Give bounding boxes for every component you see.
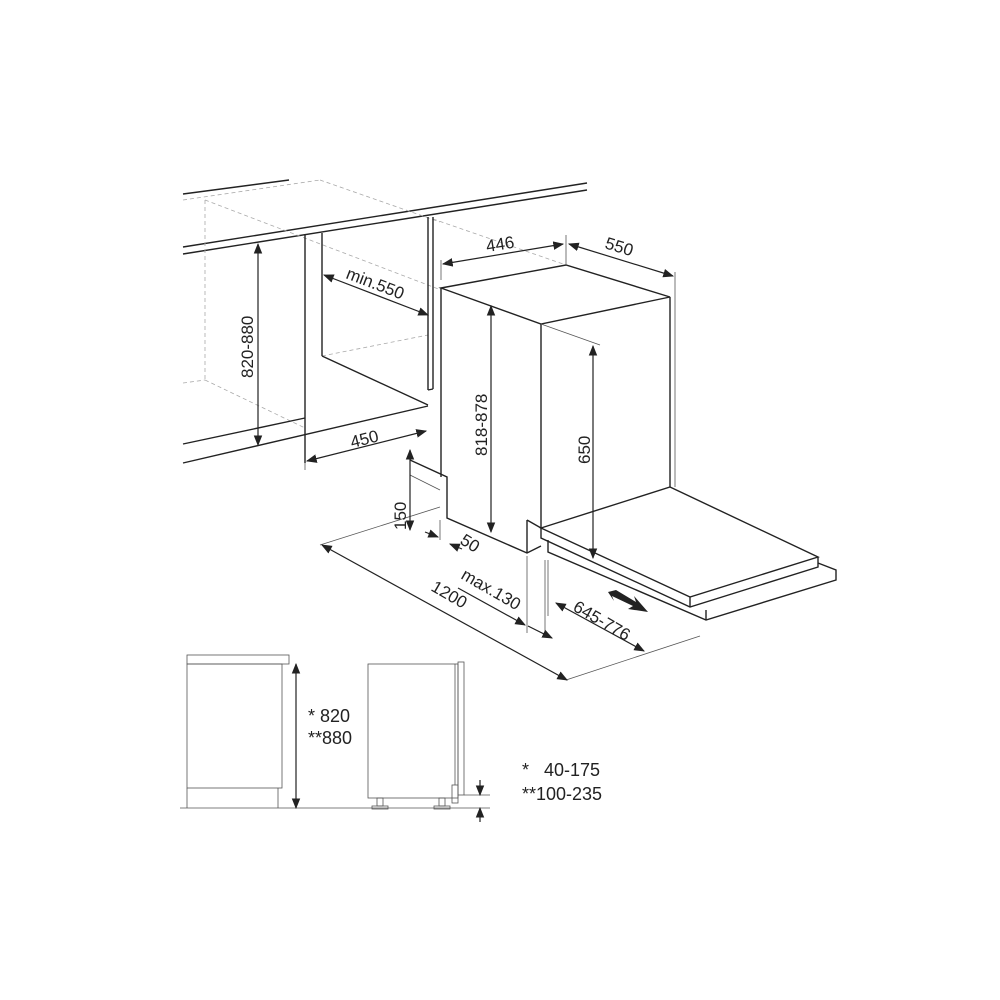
plinth-option-2: **100-235	[522, 784, 602, 804]
kitchen-cabinets	[182, 179, 588, 464]
label-appliance-height: 818-878	[472, 394, 491, 456]
plinth-option-1: * 40-175	[522, 760, 600, 780]
label-niche-width: 450	[348, 427, 380, 452]
label-appliance-width: 446	[485, 233, 516, 256]
side-view-cabinet	[180, 654, 490, 810]
label-cabinet-depth-min: min.550	[344, 264, 407, 303]
label-door-panel-range: 645-776	[570, 597, 634, 645]
label-plinth-depth: 50	[457, 530, 483, 556]
side-view-dishwasher	[367, 661, 490, 822]
height-option-2: **880	[308, 728, 352, 748]
door-slide-arrow-icon	[608, 590, 648, 612]
label-plinth-height: 150	[391, 502, 410, 530]
height-option-1: * 820	[308, 706, 350, 726]
dimension-lines	[253, 241, 675, 681]
dishwasher-body	[409, 264, 671, 554]
label-cabinet-height: 820-880	[238, 316, 257, 378]
label-door-height: 650	[575, 436, 594, 464]
